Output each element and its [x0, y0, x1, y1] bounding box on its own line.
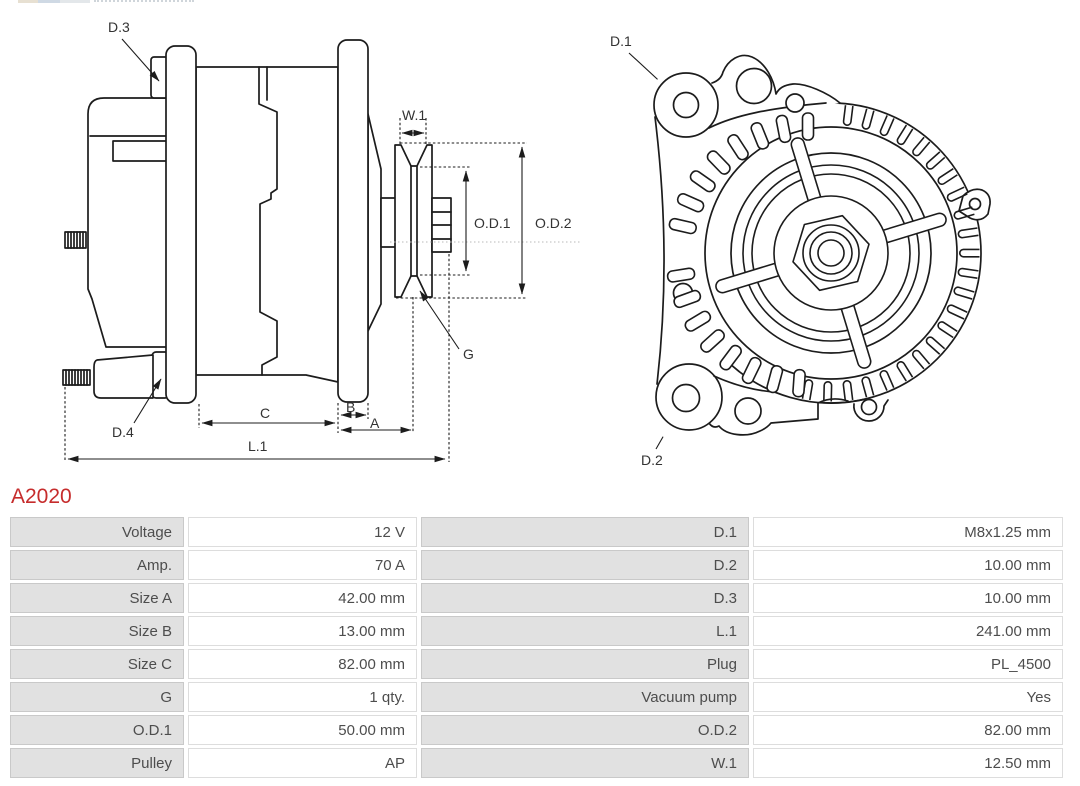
spec-value: 50.00 mm — [188, 715, 417, 745]
spec-label: D.3 — [421, 583, 749, 613]
alternator-technical-drawing — [62, 38, 991, 463]
dim-label-d1: D.1 — [610, 33, 632, 49]
spec-value: 12 V — [188, 517, 417, 547]
spec-label: D.2 — [421, 550, 749, 580]
spec-label: Size B — [10, 616, 184, 646]
dim-label-od2: O.D.2 — [535, 215, 572, 231]
spec-label: L.1 — [421, 616, 749, 646]
spec-value: 10.00 mm — [753, 583, 1063, 613]
dim-label-l1: L.1 — [248, 438, 268, 454]
spec-value: 241.00 mm — [753, 616, 1063, 646]
spec-value: M8x1.25 mm — [753, 517, 1063, 547]
spec-label: O.D.2 — [421, 715, 749, 745]
spec-value: AP — [188, 748, 417, 778]
dim-label-a: A — [370, 415, 380, 431]
spec-table: Voltage 12 V D.1 M8x1.25 mm Amp. 70 A D.… — [10, 517, 1063, 778]
dim-label-w1: W.1 — [402, 107, 427, 123]
part-number: A2020 — [11, 485, 72, 508]
spec-value: 82.00 mm — [753, 715, 1063, 745]
dim-label-d2: D.2 — [641, 452, 663, 468]
spec-label: Pulley — [10, 748, 184, 778]
spec-label: D.1 — [421, 517, 749, 547]
spec-label: O.D.1 — [10, 715, 184, 745]
spec-value: 70 A — [188, 550, 417, 580]
spec-label: Voltage — [10, 517, 184, 547]
dim-label-d4: D.4 — [112, 424, 134, 440]
spec-value: Yes — [753, 682, 1063, 712]
dim-label-b: B — [346, 399, 356, 415]
spec-label: Size A — [10, 583, 184, 613]
spec-value: 12.50 mm — [753, 748, 1063, 778]
spec-value: 10.00 mm — [753, 550, 1063, 580]
spec-label: Amp. — [10, 550, 184, 580]
spec-value: 82.00 mm — [188, 649, 417, 679]
spec-value: 13.00 mm — [188, 616, 417, 646]
dim-label-g: G — [463, 346, 474, 362]
spec-label: Plug — [421, 649, 749, 679]
spec-label: Vacuum pump — [421, 682, 749, 712]
spec-label: Size C — [10, 649, 184, 679]
spec-label: W.1 — [421, 748, 749, 778]
spec-value: 1 qty. — [188, 682, 417, 712]
dim-label-d3: D.3 — [108, 19, 130, 35]
spec-value: PL_4500 — [753, 649, 1063, 679]
dim-label-c: C — [260, 405, 271, 421]
spec-label: G — [10, 682, 184, 712]
brand-logo-icon — [18, 0, 194, 4]
dim-label-od1: O.D.1 — [474, 215, 511, 231]
spec-value: 42.00 mm — [188, 583, 417, 613]
